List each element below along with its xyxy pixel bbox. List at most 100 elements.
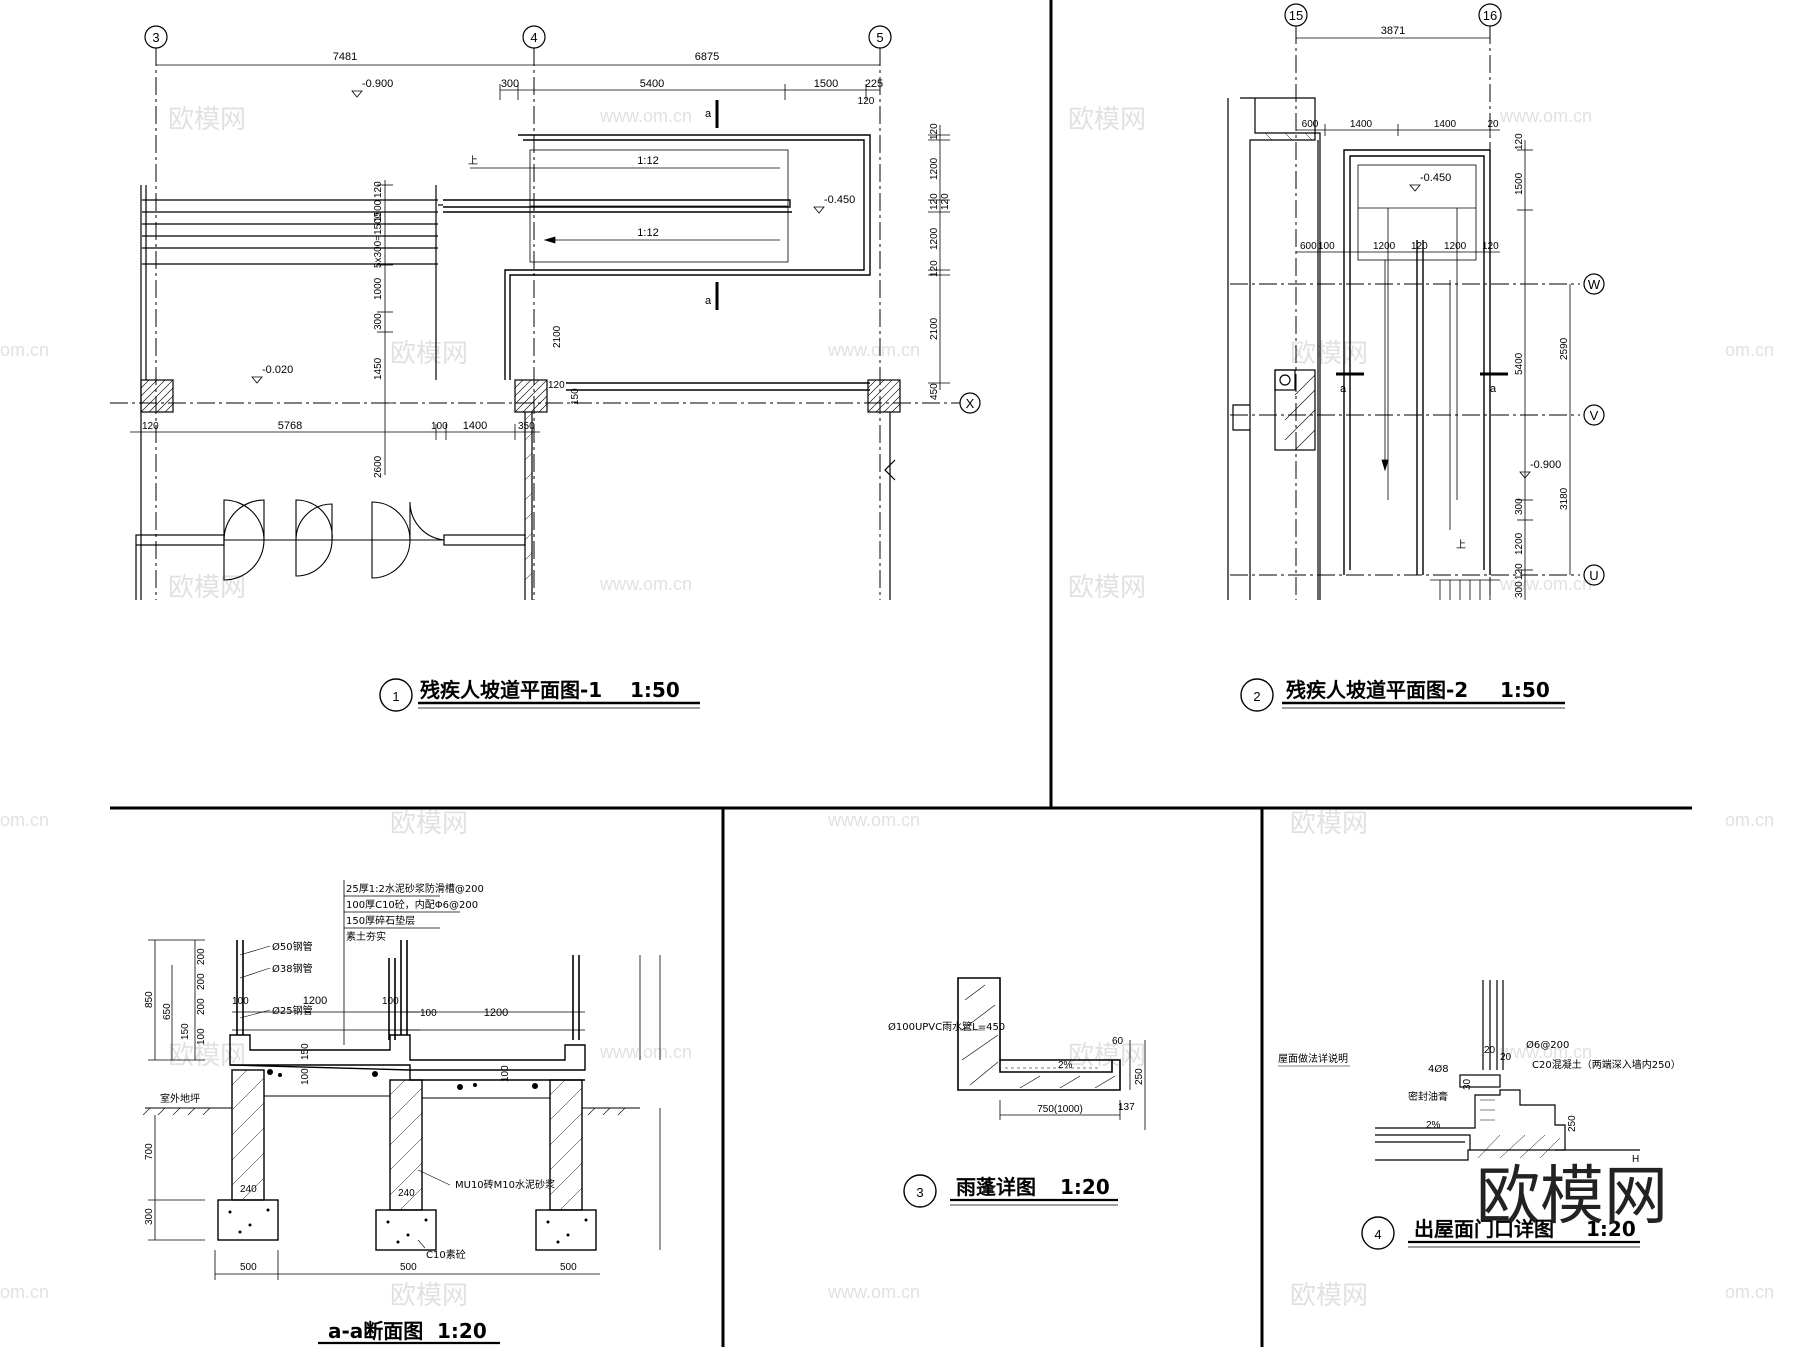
drawing-title-3: 3 雨蓬详图 1:20 bbox=[903, 1174, 1118, 1208]
watermark-brand: 欧模网 bbox=[390, 809, 468, 839]
ramp-plan-2: 15 16 W V U 3871 600 1400 1400 20 600 10… bbox=[1227, 3, 1605, 712]
dim-label: 1000 bbox=[373, 277, 384, 300]
dim-label: 240 bbox=[398, 1188, 415, 1199]
section-mark: a bbox=[705, 108, 712, 120]
watermark-url: www.om.cn bbox=[599, 1042, 692, 1062]
dim-label: 1200 bbox=[1444, 241, 1467, 252]
dim-label: H bbox=[1632, 1154, 1639, 1165]
canopy-detail: Ø100UPVC雨水管L=450 2% 60 250 137 750(1000)… bbox=[888, 977, 1146, 1208]
wall-label: MU10砖M10水泥砂浆 bbox=[455, 1178, 555, 1191]
dim-label: 120 bbox=[373, 181, 384, 198]
watermarks: 欧模网 www.om.cn 欧模网 www.om.cn om.cn 欧模网 ww… bbox=[0, 105, 1774, 1311]
elevation-label: -0.450 bbox=[824, 194, 855, 206]
watermark-brand: 欧模网 bbox=[1290, 1281, 1368, 1311]
elevation-label: -0.020 bbox=[262, 364, 293, 376]
dim-label: 120 bbox=[929, 260, 940, 277]
dim-label: 7481 bbox=[333, 51, 357, 63]
ramp-plan-1: 3 4 5 X 7481 6875 300 5400 1500 225 120 … bbox=[110, 25, 981, 712]
section-mark: a bbox=[705, 295, 712, 307]
dim-label: 850 bbox=[144, 991, 155, 1008]
drawing-title-1: 1 残疾人坡道平面图-1 1:50 bbox=[379, 678, 700, 712]
note-text: 素土夯实 bbox=[346, 930, 386, 943]
drawing-scale: 1:20 bbox=[1586, 1217, 1636, 1241]
drawing-number: 3 bbox=[916, 1185, 923, 1200]
panel-dividers bbox=[110, 0, 1692, 1347]
dim-label: 120 bbox=[1514, 563, 1525, 580]
dim-label: 2590 bbox=[1559, 337, 1570, 360]
watermark-url: om.cn bbox=[0, 1282, 49, 1302]
watermark-brand: 欧模网 bbox=[390, 1281, 468, 1311]
dim-label: 1450 bbox=[373, 357, 384, 380]
dim-label: 120 bbox=[1514, 133, 1525, 150]
dim-label: 300 bbox=[1514, 498, 1525, 515]
dim-label: 250 bbox=[1134, 1068, 1145, 1085]
dim-label: 5400 bbox=[1514, 352, 1525, 375]
note-text: 密封油膏 bbox=[1408, 1090, 1448, 1103]
watermark-url: om.cn bbox=[1725, 810, 1774, 830]
drawing-number: 4 bbox=[1374, 1227, 1381, 1242]
drawing-scale: 1:50 bbox=[1500, 678, 1550, 702]
dim-label: 120 bbox=[929, 123, 940, 140]
dim-label: 300 bbox=[1514, 581, 1525, 598]
dim-label: 300 bbox=[501, 78, 519, 90]
drawing-number: 1 bbox=[392, 689, 399, 704]
grid-axis-15: 15 bbox=[1289, 8, 1303, 23]
dim-label: 1400 bbox=[463, 420, 487, 432]
grid-axis-4: 4 bbox=[530, 30, 537, 45]
drawing-scale: 1:50 bbox=[630, 678, 680, 702]
watermark-url: om.cn bbox=[1725, 1282, 1774, 1302]
dim-label: 100 bbox=[232, 996, 249, 1007]
grid-axis-bubbles: 15 16 W V U bbox=[1284, 3, 1605, 586]
drawing-title: a-a断面图 bbox=[328, 1319, 423, 1343]
dim-label: 120 bbox=[548, 380, 565, 391]
dim-label: 60 bbox=[1112, 1036, 1124, 1047]
dim-label: 500 bbox=[400, 1262, 417, 1273]
dim-label: 1200 bbox=[929, 157, 940, 180]
grid-axis-u: U bbox=[1589, 568, 1598, 583]
elevation-label: -0.900 bbox=[362, 78, 393, 90]
dim-label: 100 bbox=[420, 1008, 437, 1019]
dim-label: 3871 bbox=[1381, 25, 1405, 37]
dim-label: 150 bbox=[180, 1023, 191, 1040]
dim-label: 100 bbox=[196, 1028, 207, 1045]
grid-axis-v: V bbox=[1590, 408, 1599, 423]
dim-label: 100 bbox=[1318, 241, 1335, 252]
dim-label: 2100 bbox=[552, 325, 563, 348]
dim-label: 120 bbox=[929, 193, 940, 210]
slope-label: 1:12 bbox=[637, 227, 658, 239]
ground-label: 室外地坪 bbox=[160, 1092, 200, 1105]
dim-label: 600 bbox=[1302, 119, 1319, 130]
rail-label: Ø50钢管 bbox=[272, 940, 313, 953]
brand-logo: 欧模网 bbox=[1476, 1160, 1668, 1234]
watermark-brand: 欧模网 bbox=[168, 573, 246, 603]
dim-label: 450 bbox=[929, 383, 940, 400]
dim-label: 300 bbox=[144, 1208, 155, 1225]
dim-label: 225 bbox=[865, 78, 883, 90]
up-label: 上 bbox=[468, 155, 478, 167]
dim-label: 300 bbox=[373, 313, 384, 330]
note-text: C20混凝土（两端深入墙内250） bbox=[1532, 1058, 1681, 1071]
drawing-number: 2 bbox=[1253, 689, 1260, 704]
footing-label: C10素砼 bbox=[426, 1248, 466, 1261]
section-mark: a bbox=[1490, 383, 1497, 395]
drawing-title: 雨蓬详图 bbox=[956, 1175, 1036, 1199]
rail-label: Ø38钢管 bbox=[272, 962, 313, 975]
grid-axis-5: 5 bbox=[876, 30, 883, 45]
dim-label: 2600 bbox=[373, 455, 384, 478]
dim-label: 1500 bbox=[1514, 172, 1525, 195]
dim-label: 20 bbox=[1484, 1045, 1496, 1056]
up-label: 上 bbox=[1456, 539, 1466, 551]
watermark-url: om.cn bbox=[0, 810, 49, 830]
dim-label: 750(1000) bbox=[1037, 1104, 1083, 1115]
watermark-url: www.om.cn bbox=[1499, 106, 1592, 126]
dim-label: 150 bbox=[300, 1043, 311, 1060]
drawing-title: 出屋面门口详图 bbox=[1414, 1217, 1554, 1241]
dim-label: 700 bbox=[144, 1143, 155, 1160]
rebar-label: Ø6@200 bbox=[1526, 1039, 1569, 1051]
dim-label: 137 bbox=[1118, 1102, 1135, 1113]
dim-label: 5400 bbox=[640, 78, 664, 90]
dim-label: 200 bbox=[196, 973, 207, 990]
dim-label: 200 bbox=[196, 998, 207, 1015]
grid-axis-3: 3 bbox=[152, 30, 159, 45]
